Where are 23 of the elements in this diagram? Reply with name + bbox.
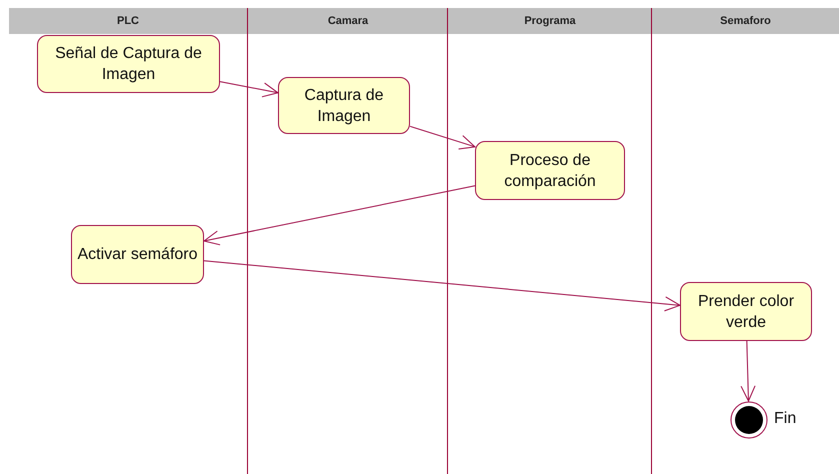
activity-box xyxy=(475,141,625,200)
activity-label: Prender color verde xyxy=(696,292,796,332)
arrow xyxy=(740,340,756,402)
lane-header: PLC xyxy=(9,8,247,34)
final-node xyxy=(730,401,768,439)
node-caption: Fin xyxy=(774,410,796,428)
activity-label: Activar semáforo xyxy=(77,245,198,265)
swimlane xyxy=(447,8,652,474)
activity-box xyxy=(680,282,812,341)
activity-box xyxy=(278,77,410,134)
lane-header: Programa xyxy=(448,8,652,34)
arrow xyxy=(204,185,476,246)
activity-box xyxy=(37,35,220,93)
activity-label: Captura de Imagen xyxy=(303,86,385,126)
lane-header: Semaforo xyxy=(652,8,839,34)
activity-label: Proceso de comparación xyxy=(503,150,597,192)
arrow xyxy=(220,81,278,98)
lane-header: Camara xyxy=(248,8,448,34)
activity-box xyxy=(71,225,204,284)
arrow xyxy=(410,126,476,150)
arrow xyxy=(204,260,680,312)
activity-label: Señal de Captura de Imagen xyxy=(54,44,203,85)
swimlane xyxy=(651,8,839,474)
